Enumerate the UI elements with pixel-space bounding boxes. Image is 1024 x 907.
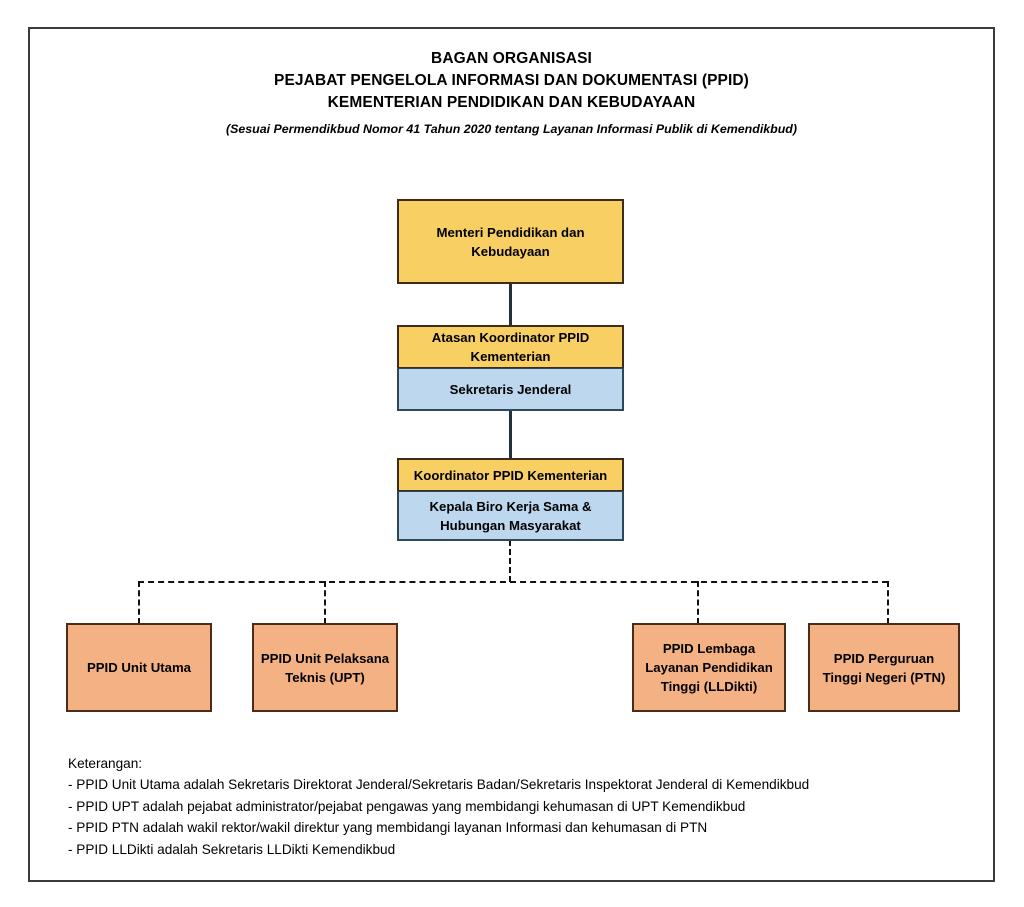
node-ppid-ptn[interactable]: PPID Perguruan Tinggi Negeri (PTN) xyxy=(808,623,960,712)
node-ptn-line-2: Tinggi Negeri (PTN) xyxy=(822,669,946,685)
node-menteri-line-2: Kebudayaan xyxy=(471,243,550,259)
chart-title-block: BAGAN ORGANISASI PEJABAT PENGELOLA INFOR… xyxy=(28,48,995,137)
node-koordinator-line-1: Kepala Biro Kerja Sama & xyxy=(429,498,592,514)
node-atasan-officeholder-label: Sekretaris Jenderal xyxy=(449,381,572,397)
node-koordinator-title: Koordinator PPID Kementerian xyxy=(397,458,624,492)
node-unit-utama-line-1: PPID Unit Utama xyxy=(86,660,192,675)
title-line-3: KEMENTERIAN PENDIDIKAN DAN KEBUDAYAAN xyxy=(327,94,696,111)
legend-item-lldikti: - PPID LLDikti adalah Sekretaris LLDikti… xyxy=(68,841,396,857)
node-atasan-line-2: Kementerian xyxy=(470,349,551,364)
legend-item-upt: - PPID UPT adalah pejabat administrator/… xyxy=(68,798,746,814)
node-ppid-lldikti[interactable]: PPID Lembaga Layanan Pendidikan Tinggi (… xyxy=(632,623,786,712)
node-ptn-label: PPID Perguruan Tinggi Negeri (PTN) xyxy=(808,623,960,712)
connector-koordinator-stem xyxy=(509,540,511,582)
connector-drop-lldikti xyxy=(697,581,699,624)
node-ppid-unit-utama[interactable]: PPID Unit Utama xyxy=(66,623,212,712)
node-menteri-pendidikan-dan-kebudayaan[interactable]: Menteri Pendidikan dan Kebudayaan xyxy=(397,199,624,284)
node-koordinator-line-2: Hubungan Masyarakat xyxy=(440,517,581,533)
node-atasan-officeholder: Sekretaris Jenderal xyxy=(397,368,624,411)
connector-horizontal-bus xyxy=(138,581,888,583)
connector-menteri-to-atasan xyxy=(509,283,512,326)
node-atasan-line-1: Atasan Koordinator PPID xyxy=(431,330,590,345)
node-ppid-unit-pelaksana-teknis[interactable]: PPID Unit Pelaksana Teknis (UPT) xyxy=(252,623,398,712)
node-atasan-koordinator-ppid[interactable]: Atasan Koordinator PPID Kementerian Sekr… xyxy=(397,325,624,411)
legend-item-ptn: - PPID PTN adalah wakil rektor/wakil dir… xyxy=(68,820,708,835)
node-koordinator-title-label: Koordinator PPID Kementerian xyxy=(413,467,608,483)
connector-drop-unit-utama xyxy=(138,581,140,624)
node-upt-line-2: Teknis (UPT) xyxy=(285,669,365,685)
connector-drop-ptn xyxy=(887,581,889,624)
legend-block: Keterangan: - PPID Unit Utama adalah Sek… xyxy=(68,753,948,860)
page-border xyxy=(28,27,995,882)
connector-drop-upt xyxy=(324,581,326,624)
node-koordinator-ppid-kementerian[interactable]: Koordinator PPID Kementerian Kepala Biro… xyxy=(397,458,624,541)
node-koordinator-officeholder: Kepala Biro Kerja Sama & Hubungan Masyar… xyxy=(397,491,624,541)
node-lldikti-label: PPID Lembaga Layanan Pendidikan Tinggi (… xyxy=(632,623,786,712)
legend-heading: Keterangan: xyxy=(68,756,143,771)
node-menteri-line-1: Menteri Pendidikan dan xyxy=(436,224,585,240)
node-lldikti-line-1: PPID Lembaga xyxy=(662,641,756,656)
chart-subtitle: (Sesuai Permendikbud Nomor 41 Tahun 2020… xyxy=(225,122,797,136)
node-lldikti-line-2: Layanan Pendidikan xyxy=(645,660,773,675)
title-line-1: BAGAN ORGANISASI xyxy=(431,50,592,67)
legend-item-unit-utama: - PPID Unit Utama adalah Sekretaris Dire… xyxy=(68,777,810,792)
connector-atasan-to-koordinator xyxy=(509,410,512,459)
node-upt-label: PPID Unit Pelaksana Teknis (UPT) xyxy=(252,623,398,712)
node-unit-utama-label: PPID Unit Utama xyxy=(66,623,212,712)
title-line-2: PEJABAT PENGELOLA INFORMASI DAN DOKUMENT… xyxy=(274,72,749,89)
node-lldikti-line-3: Tinggi (LLDikti) xyxy=(660,679,758,694)
node-upt-line-1: PPID Unit Pelaksana xyxy=(260,650,390,666)
node-atasan-title: Atasan Koordinator PPID Kementerian xyxy=(397,325,624,369)
node-ptn-line-1: PPID Perguruan xyxy=(833,650,935,666)
node-menteri-label: Menteri Pendidikan dan Kebudayaan xyxy=(397,199,624,284)
